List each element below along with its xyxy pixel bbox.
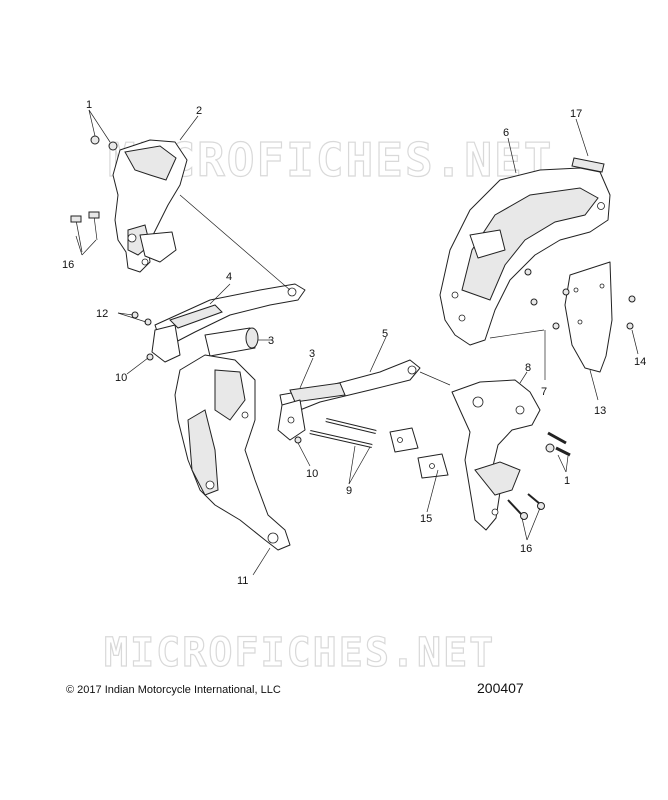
part-14-bolts: [626, 295, 636, 330]
part-9-pins: [309, 418, 377, 448]
callout-15: 15: [420, 513, 432, 525]
part-11-strut: [174, 354, 291, 551]
callout-1-left: 1: [86, 99, 92, 111]
callout-1-right: 1: [564, 475, 570, 487]
callout-9: 9: [346, 485, 352, 497]
part-16-bolts-right: [507, 493, 545, 520]
callout-12: 12: [96, 308, 108, 320]
part-16-bolts-left: [70, 211, 100, 253]
callout-8: 8: [525, 362, 531, 374]
part-7-bolts: [524, 268, 570, 330]
callout-16-left: 16: [62, 259, 74, 271]
callout-14: 14: [634, 356, 646, 368]
callout-13: 13: [594, 405, 606, 417]
part-2-bracket: [112, 139, 188, 273]
part-3-damper-upper: [204, 327, 259, 357]
part-8-bracket: [451, 379, 541, 531]
copyright-notice: © 2017 Indian Motorcycle International, …: [66, 684, 281, 696]
callout-4: 4: [226, 271, 232, 283]
callout-3-lower: 3: [309, 348, 315, 360]
callout-3-upper: 3: [268, 335, 274, 347]
callout-10-left: 10: [115, 372, 127, 384]
part-1-screws-right: [545, 431, 571, 457]
part-6-fender: [439, 167, 611, 346]
callout-17: 17: [570, 108, 582, 120]
part-15-plates: [389, 427, 449, 479]
callouts: 1 2 17 6 16 4 12 3 5 3 8 14 10 7 13 10 1…: [62, 99, 646, 587]
leader-lines: [75, 109, 639, 576]
callout-5: 5: [382, 328, 388, 340]
part-13-plate: [564, 261, 613, 373]
watermark-bottom: MICROFICHES.NET: [104, 630, 495, 676]
callout-10-right: 10: [306, 468, 318, 480]
part-5-rail: [277, 359, 421, 441]
callout-16-right: 16: [520, 543, 532, 555]
callout-2: 2: [196, 105, 202, 117]
part-17-reflector: [571, 157, 605, 173]
callout-11: 11: [237, 575, 248, 587]
part-12-nuts: [131, 311, 152, 326]
callout-6: 6: [503, 127, 509, 139]
callout-7: 7: [541, 386, 547, 398]
figure-number: 200407: [477, 680, 524, 696]
part-4-rail: [151, 283, 306, 363]
